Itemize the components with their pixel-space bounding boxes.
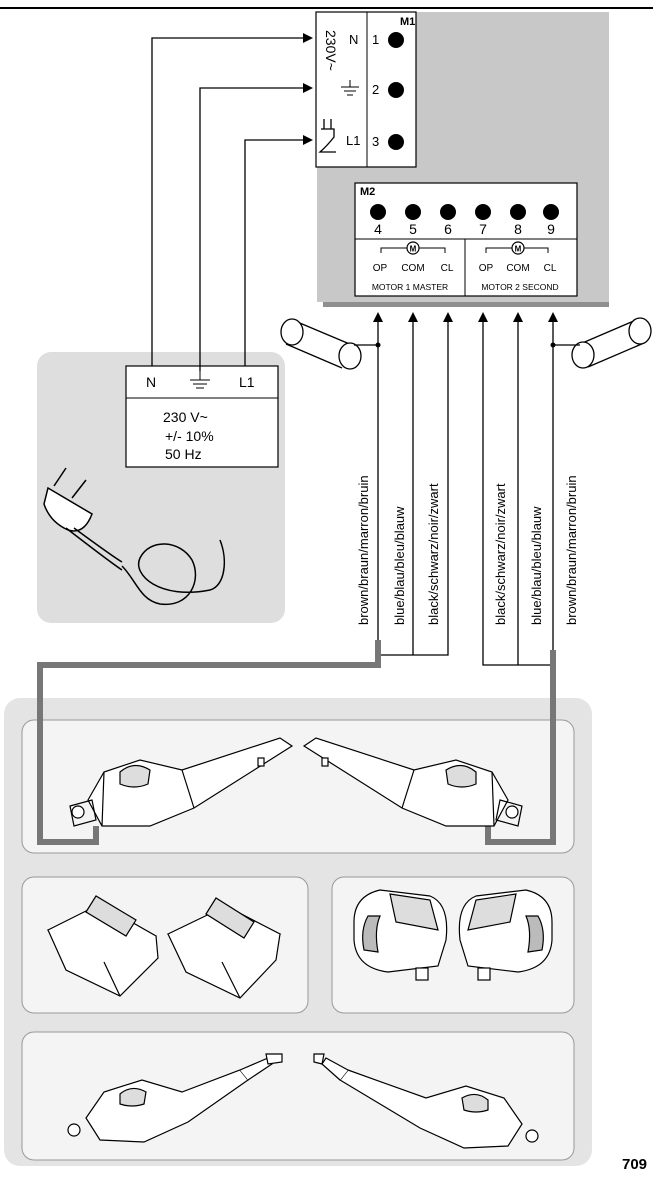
m2-terminal-4: [370, 204, 386, 220]
m2-terminal-number-5: 5: [409, 221, 417, 237]
m2-terminal-7: [475, 204, 491, 220]
m2-terminal-number-7: 7: [479, 221, 487, 237]
m1-terminal-2: [388, 82, 404, 98]
wire-label-left-1: brown/braun/marron/bruin: [356, 475, 371, 625]
wire-label-right-3: brown/braun/marron/bruin: [564, 475, 579, 625]
motor-arm-right-image: [302, 737, 523, 827]
supply-voltage: 230 V~: [163, 409, 208, 425]
supply-tolerance: +/- 10%: [165, 428, 214, 444]
underground-motor-right-image: [166, 897, 282, 999]
telescopic-motor-right-image: [313, 1053, 539, 1149]
mains-wiring: [151, 37, 305, 371]
m1-terminal-3: [388, 134, 404, 150]
m2-terminal-5: [405, 204, 421, 220]
supply-label-l1: L1: [239, 374, 255, 390]
cable-sleeve-right: [571, 317, 652, 369]
m2-title: M2: [360, 186, 375, 198]
wheeled-motor-left-image: [353, 889, 448, 981]
motor1-com-label: COM: [401, 263, 424, 274]
motor2-symbol: M: [485, 241, 549, 255]
m1-terminal-1: [388, 32, 404, 48]
supply-label-n: N: [146, 374, 156, 390]
motor1-cl-label: CL: [441, 263, 454, 274]
motor1-symbol: M: [380, 241, 446, 255]
mains-wire-arrows: [303, 33, 313, 145]
motor1-name: MOTOR 1 MASTER: [372, 282, 448, 292]
m2-terminal-number-8: 8: [514, 221, 522, 237]
m1-label-l1: L1: [346, 133, 360, 148]
underground-motor-left-image: [46, 895, 159, 997]
m2-terminal-8: [510, 204, 526, 220]
ground-symbol-supply: [190, 371, 210, 389]
m1-label-n: N: [349, 32, 358, 47]
wheeled-motor-right-image: [458, 889, 553, 981]
supply-box: N L1 230 V~ +/- 10% 50 Hz: [125, 365, 279, 468]
supply-frequency: 50 Hz: [165, 446, 202, 462]
m1-terminal-number-2: 2: [372, 82, 379, 97]
figure-number: 709: [622, 1156, 647, 1173]
mains-plug-icon: [43, 467, 226, 606]
motor1-symbol-label: M: [410, 245, 417, 254]
motor2-cl-label: CL: [544, 263, 557, 274]
plug-icon-m1: [318, 119, 336, 153]
m1-terminal-block: M1 230V~ N L1 1 2 3: [315, 11, 417, 168]
m1-terminal-number-1: 1: [372, 32, 379, 47]
wire-label-right-1: black/schwarz/noir/zwart: [493, 483, 508, 625]
m2-terminal-number-6: 6: [444, 221, 452, 237]
ground-symbol-m1: [341, 80, 359, 96]
motor-wiring: [354, 320, 580, 666]
motor-arm-left-image: [69, 737, 294, 827]
wire-label-left-2: blue/blau/bleu/blauw: [392, 506, 407, 625]
m1-title: M1: [400, 16, 415, 28]
m2-terminal-number-4: 4: [374, 221, 382, 237]
motor2-name: MOTOR 2 SECOND: [481, 282, 558, 292]
m2-terminal-block: M2 4 5 6 7 8 9 M OP COM CL MOTOR 1 MASTE…: [354, 182, 578, 297]
telescopic-motor-left-image: [67, 1053, 283, 1143]
m1-terminal-number-3: 3: [372, 134, 379, 149]
wire-label-left-3: black/schwarz/noir/zwart: [426, 483, 441, 625]
motor-wire-arrows: [373, 312, 558, 348]
motor2-com-label: COM: [506, 263, 529, 274]
cable-sleeve-left: [280, 318, 362, 370]
wire-label-right-2: blue/blau/bleu/blauw: [529, 506, 544, 625]
cable-to-motor-1: [37, 640, 381, 845]
motor2-op-label: OP: [479, 263, 494, 274]
m1-voltage-label: 230V~: [323, 30, 339, 71]
m2-terminal-number-9: 9: [547, 221, 555, 237]
control-unit-shadow: [323, 302, 609, 307]
cable-to-motor-2: [485, 650, 556, 845]
motor1-op-label: OP: [373, 263, 388, 274]
m2-terminal-9: [543, 204, 559, 220]
m2-terminal-6: [440, 204, 456, 220]
motor2-symbol-label: M: [515, 245, 522, 254]
